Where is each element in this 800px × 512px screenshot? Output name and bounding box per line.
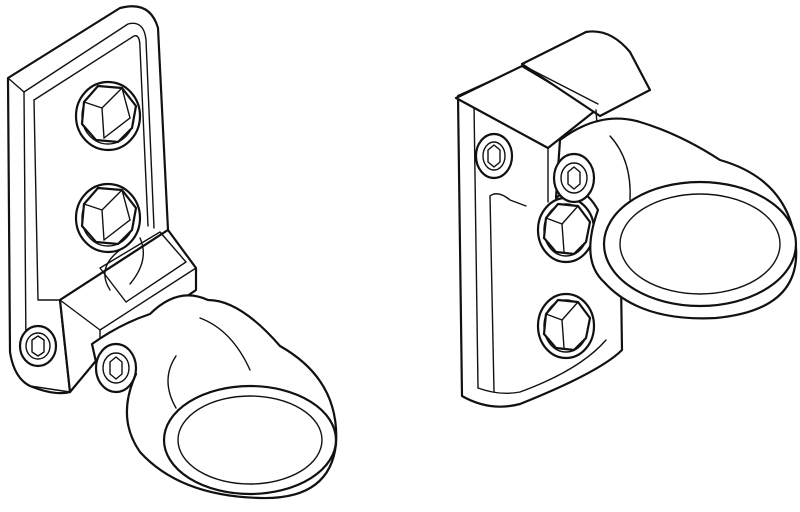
bracket-left <box>6 5 338 500</box>
bracket-right-socket-screw-clamp <box>552 152 596 204</box>
bracket-right-socket-screw-plate <box>474 132 514 180</box>
bracket-left-pipe-ring <box>90 294 338 500</box>
bracket-right-clamp-top-blocks <box>454 30 652 203</box>
bracket-right-hex-bolt-lower <box>536 292 596 360</box>
bracket-left-hex-bolt-lower <box>74 182 142 254</box>
bracket-right-hex-bolt-upper <box>536 196 596 264</box>
bracket-right-pipe-ring <box>554 117 798 320</box>
bracket-left-hex-bolt-upper <box>74 80 142 152</box>
bracket-right <box>454 30 798 408</box>
bracket-left-socket-screw-plate <box>18 324 58 368</box>
bracket-left-socket-screw-clamp <box>94 342 138 394</box>
